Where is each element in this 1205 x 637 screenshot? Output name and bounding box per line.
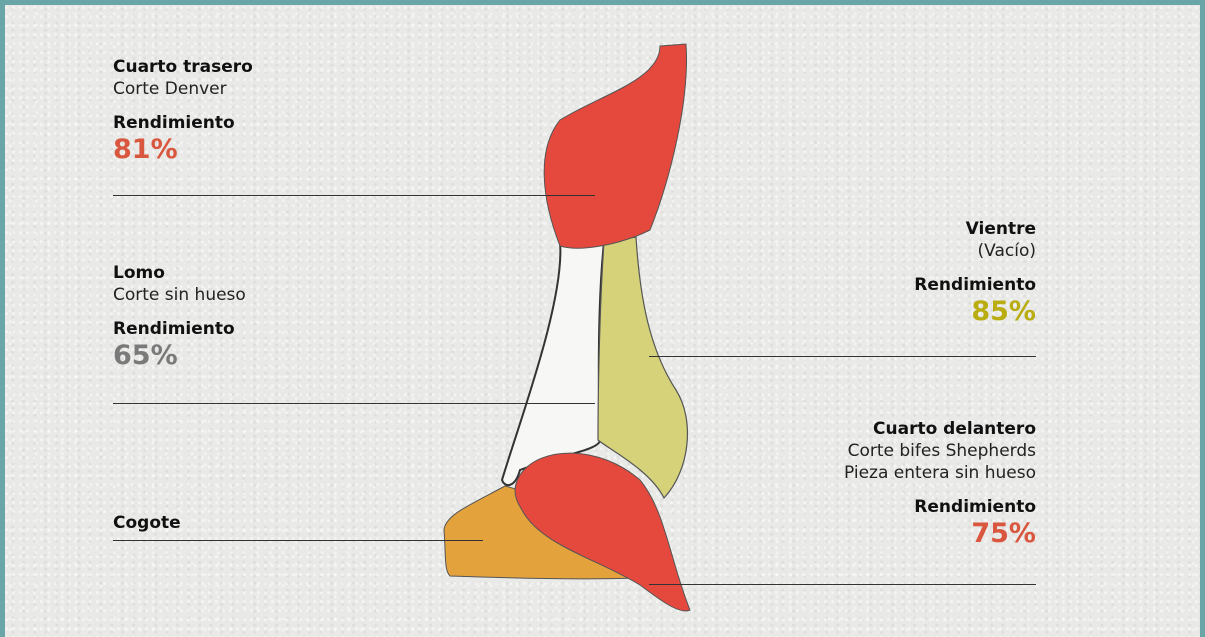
leader-line-lomo (113, 403, 595, 404)
label-lomo: Lomo Corte sin hueso Rendimiento 65% (113, 262, 246, 372)
cogote-title: Cogote (113, 512, 181, 534)
cuarto-delantero-pct: 75% (844, 518, 1036, 550)
leader-line-cuarto-delantero (649, 584, 1036, 585)
cuarto-delantero-rend: Rendimiento (844, 496, 1036, 518)
cuarto-trasero-sub: Corte Denver (113, 78, 253, 100)
leader-line-vientre (649, 356, 1036, 357)
label-cuarto-delantero: Cuarto delantero Corte bifes Shepherds P… (844, 418, 1036, 550)
label-vientre: Vientre (Vacío) Rendimiento 85% (914, 218, 1036, 328)
vientre-sub: (Vacío) (914, 240, 1036, 262)
cuarto-trasero-pct: 81% (113, 134, 253, 166)
lomo-title: Lomo (113, 262, 246, 284)
lomo-cut (502, 242, 604, 485)
lomo-rend: Rendimiento (113, 318, 246, 340)
leader-line-cogote (113, 540, 483, 541)
label-cogote: Cogote (113, 512, 181, 534)
vientre-cut (598, 237, 687, 498)
cuarto-delantero-sub2: Pieza entera sin hueso (844, 462, 1036, 484)
cuarto-trasero-title: Cuarto trasero (113, 56, 253, 78)
label-cuarto-trasero: Cuarto trasero Corte Denver Rendimiento … (113, 56, 253, 166)
vientre-title: Vientre (914, 218, 1036, 240)
cuarto-trasero-rend: Rendimiento (113, 112, 253, 134)
cuarto-trasero-cut (544, 44, 686, 248)
vientre-pct: 85% (914, 296, 1036, 328)
vientre-rend: Rendimiento (914, 274, 1036, 296)
lomo-sub: Corte sin hueso (113, 284, 246, 306)
lomo-pct: 65% (113, 340, 246, 372)
cuarto-delantero-title: Cuarto delantero (844, 418, 1036, 440)
cuarto-delantero-sub1: Corte bifes Shepherds (844, 440, 1036, 462)
leader-line-cuarto-trasero (113, 195, 595, 196)
